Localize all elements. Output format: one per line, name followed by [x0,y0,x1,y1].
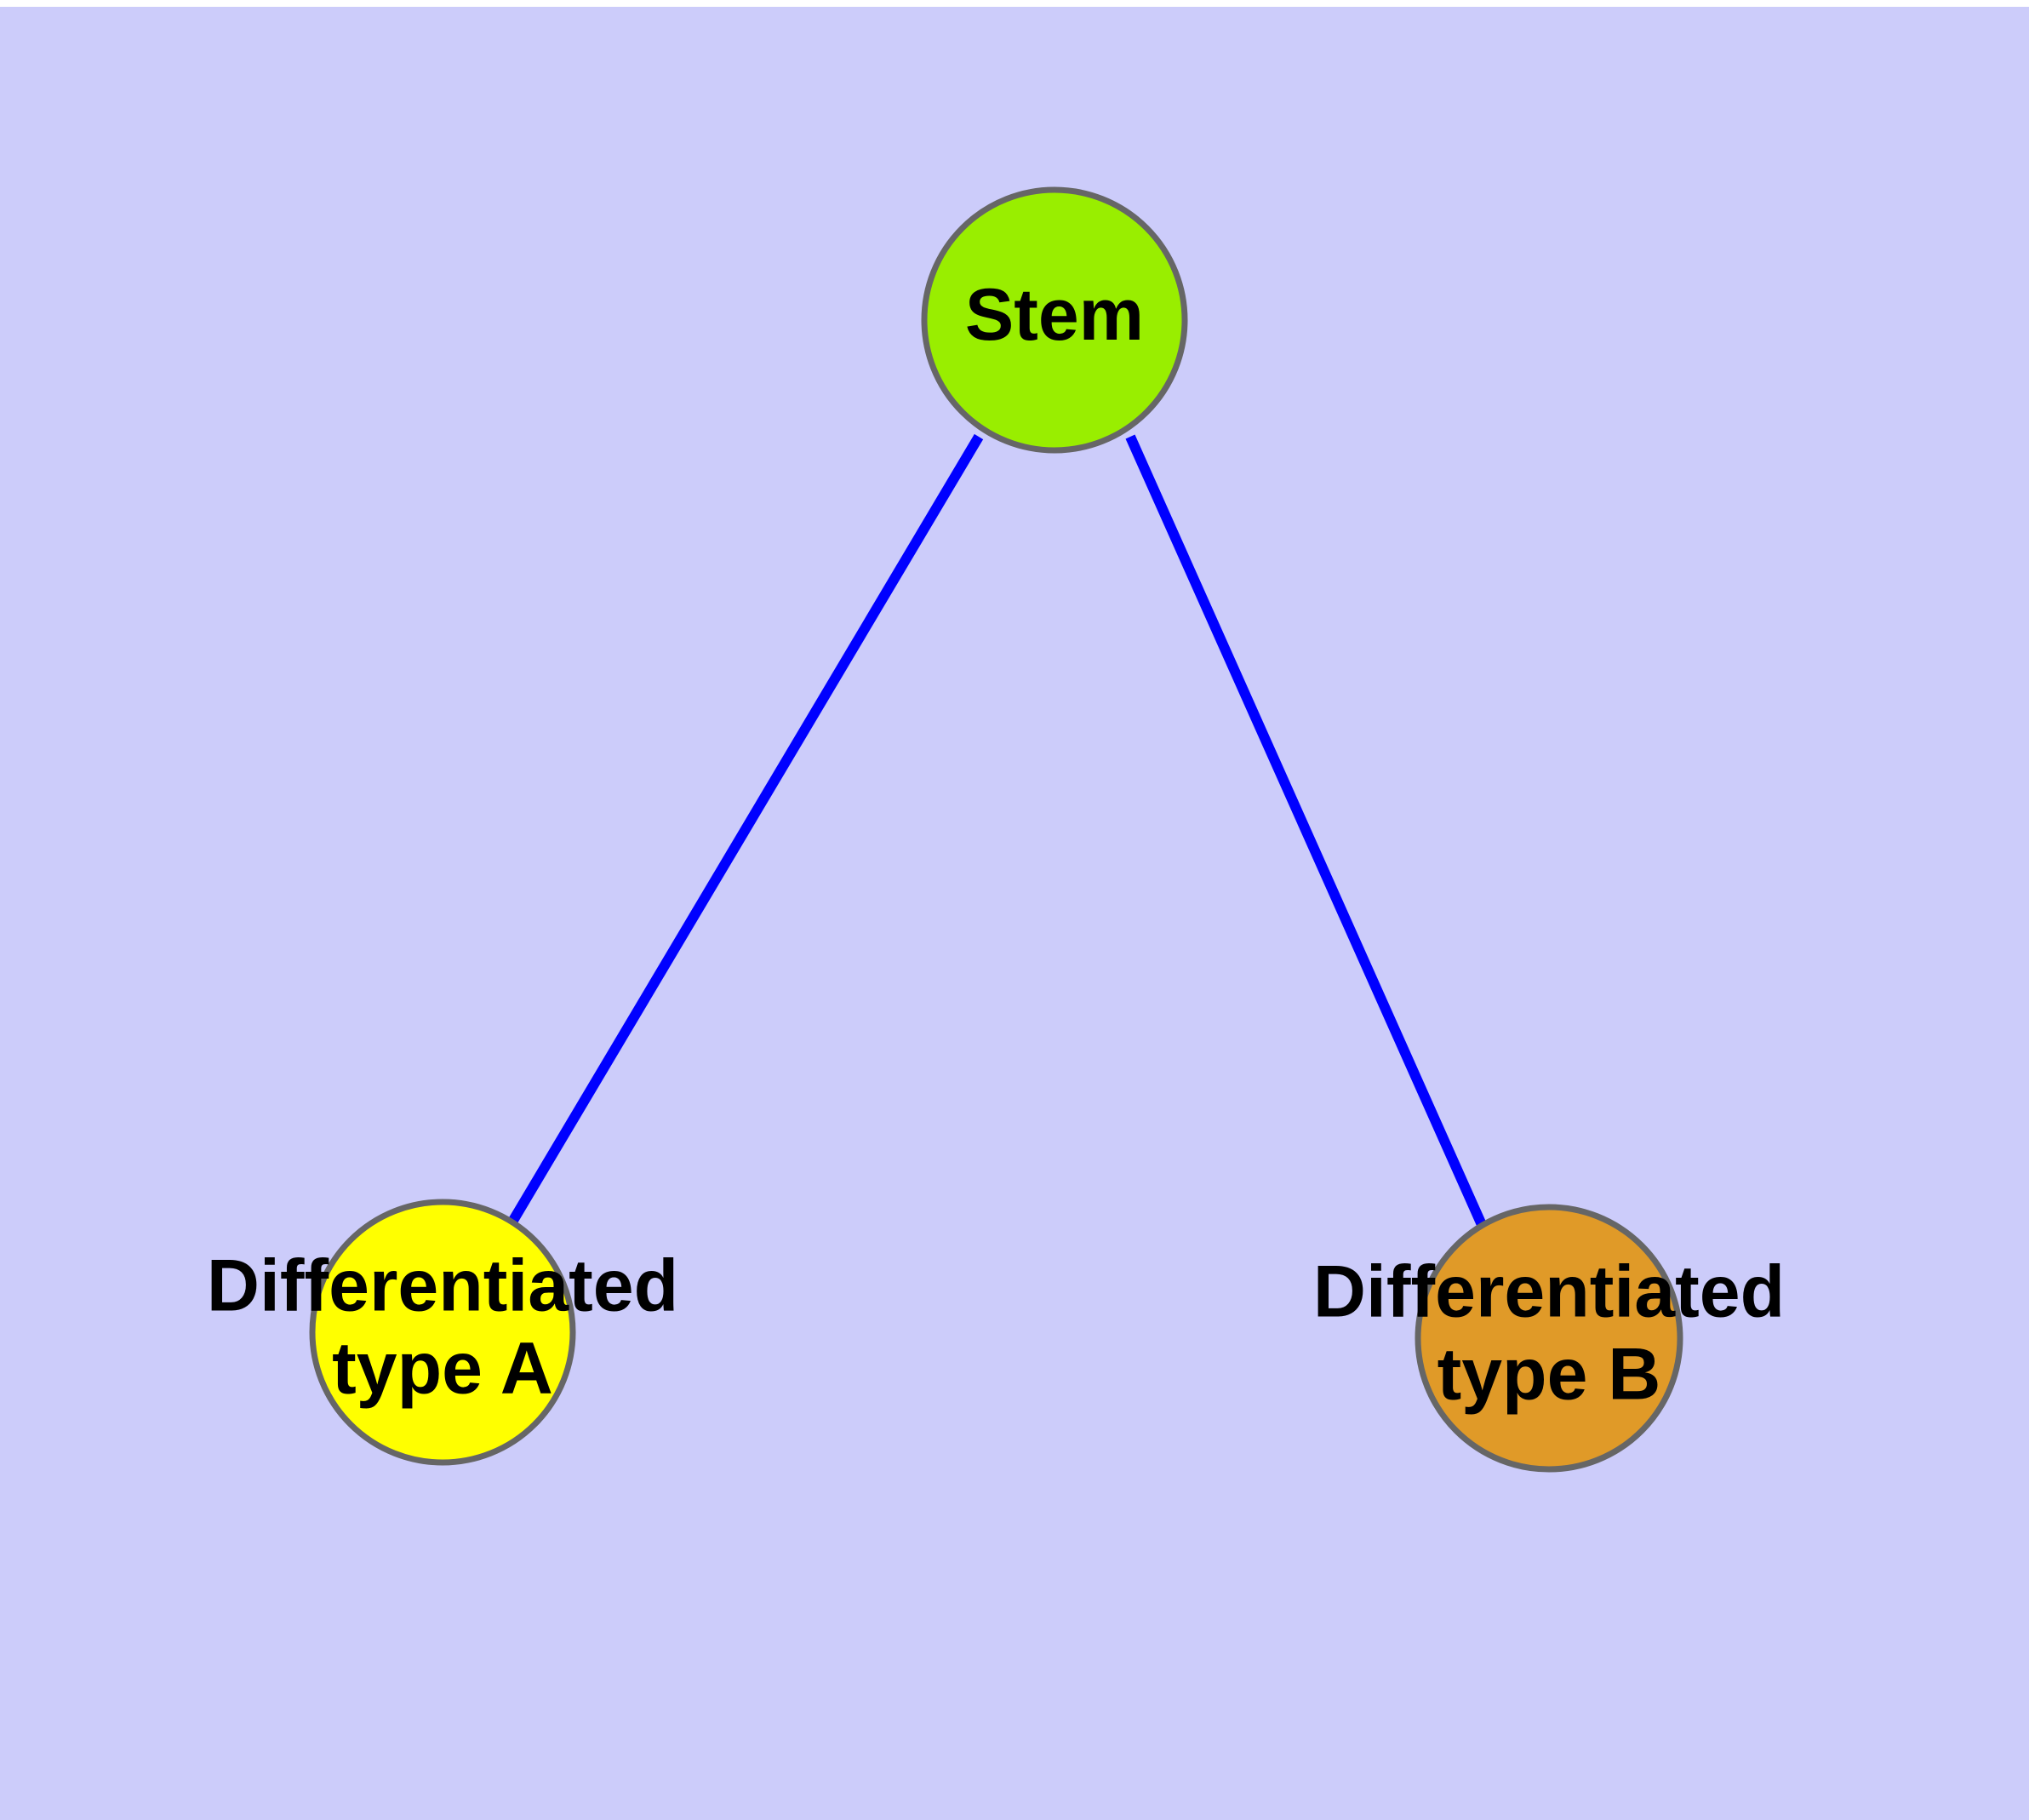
edge-layer [506,433,1488,1229]
node-differentiated-type-b[interactable] [1415,1204,1683,1473]
node-differentiated-type-a[interactable] [309,1199,576,1466]
node-layer [309,186,1683,1473]
edge-stem-to-differentiated-type-b[interactable] [1125,434,1488,1229]
edge-stem-to-differentiated-type-a[interactable] [506,433,984,1227]
node-stem[interactable] [921,186,1188,454]
node-label-stem: Stem [965,274,1144,356]
